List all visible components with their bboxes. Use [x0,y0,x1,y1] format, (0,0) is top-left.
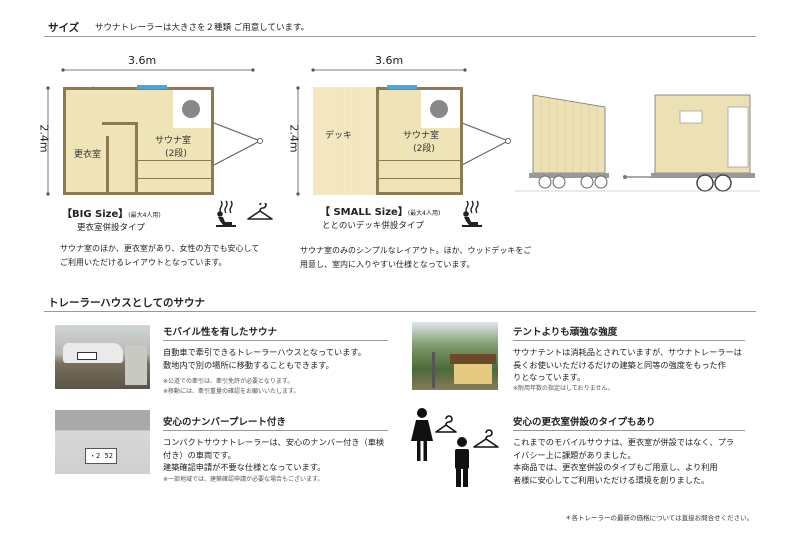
feature-photo-plate: ・2 52 [55,410,150,474]
small-room-deck: デッキ [325,131,353,141]
feature-line: これまでのモバイルサウナは、更衣室が併設ではなく、プラ [513,437,735,447]
small-subtitle: ととのいデッキ併設タイプ [322,221,424,231]
big-inner-wall [106,136,109,195]
feature-title: 安心のナンバープレート付き [163,417,286,428]
feature-title: テントよりも頑強な強度 [513,327,618,338]
feature-photo-car [55,325,150,389]
big-description: サウナ室のほか、更衣室があり、女性の方でも安心して ご利用いただけるレイアウトと… [60,242,259,270]
feature-divider [163,340,388,341]
small-desc-line2: 用意し、室内に入りやすい仕様となっています。 [300,260,475,269]
feature-line: りとなっています。 [513,372,586,382]
small-depth-label: 2.4m [287,124,301,153]
feature-text: コンパクトサウナトレーラーは、安心のナンバー付き（車検 付き）の車両です。 建築… [163,436,384,474]
big-width-label: 3.6m [128,54,157,67]
changing-people-icon [411,408,499,487]
small-bench-line [379,160,460,161]
small-name-text: 【 SMALL Size】 [320,207,408,218]
small-bench-line [379,178,460,179]
feature-line: 本商品では、更衣室併設のタイプもご用意し、より利用 [513,462,718,472]
feature-note: ※一部地域では、建築確認申請が必要な場合もございます。 [163,476,324,483]
feature-divider [513,430,745,431]
feature-note: ※公道での牽引は、牽引免許が必要となります。 [163,378,294,385]
small-description: サウナ室のみのシンプルなレイアウト。ほか、ウッドデッキをご 用意し、室内に入りや… [300,244,531,272]
small-floor-plan: 3.6m 2.4m デッキ サウナ室 (2段) [287,54,520,200]
feature-text: 自動車で牽引できるトレーラーハウスとなっています。 敷地内で別の場所に移動するこ… [163,346,366,371]
big-stove [182,100,200,118]
small-deck [313,87,376,195]
feature-divider [513,340,745,341]
small-room-sauna-line2: (2段) [413,144,435,154]
small-width-label: 3.6m [375,54,404,67]
big-inner-wall [135,122,138,195]
footer-note: ＊各トレーラーの最新の価格については直接お問合せください。 [565,514,754,522]
sauna-person-icon [216,200,236,227]
feature-title: モバイル性を有したサウナ [163,327,278,338]
feature-divider [163,430,388,431]
hanger-icon [247,203,273,220]
big-inner-wall [102,122,138,125]
big-name-text: 【BIG Size】 [62,209,129,220]
feature-line: 付き）の車両です。 [163,449,236,460]
plate-text: ・2 52 [85,448,117,464]
house-section-divider [44,311,756,312]
feature-line: 自動車で牽引できるトレーラーハウスとなっています。 [163,347,366,357]
feature-text: これまでのモバイルサウナは、更衣室が併設ではなく、プラ イバシー上に課題がありま… [513,436,734,486]
small-stove [430,100,448,118]
big-desc-line2: ご利用いただけるレイアウトとなっています。 [60,258,227,267]
house-section-title: トレーラーハウスとしてのサウナ [48,297,205,309]
big-window [137,85,167,89]
big-bench-line [138,178,211,179]
big-dimension-lines [46,68,263,196]
small-size-name: 【 SMALL Size】(最大4人用) [320,203,440,218]
small-desc-line1: サウナ室のみのシンプルなレイアウト。ほか、ウッドデッキをご [300,246,532,255]
big-bench-line [138,160,211,161]
feature-title: 安心の更衣室併設のタイプもあり [513,417,656,428]
feature-line: サウナテントは消耗品とされていますが、サウナトレーラーは [513,347,742,357]
size-section-divider [44,36,756,37]
small-window [387,85,417,89]
big-subtitle: 更衣室併設タイプ [77,223,146,233]
size-section-title: サイズ [48,22,80,34]
small-capacity: (最大4人用) [407,210,441,217]
feature-line: 者様に安心してご利用いただける環境を創りました。 [513,474,710,485]
feature-line: コンパクトサウナトレーラーは、安心のナンバー付き（車検 [163,437,385,447]
feature-note: ※耐用年数の指定はしておりません。 [513,385,614,392]
big-floor-plan: 3.6m 2.4m 更衣室 サウナ室 (2段) [37,54,270,200]
big-capacity: (最大4人用) [128,212,161,219]
big-room-sauna-line1: サウナ室 [155,136,192,146]
feature-line: 敷地内で別の場所に移動することもできます。 [163,359,334,370]
feature-photo-cabin [412,322,498,390]
sauna-person-icon [462,200,482,227]
trailer-elevation-drawing [515,94,760,192]
feature-line: 建築確認申請が不要な仕様となっています。 [163,462,326,472]
feature-line: 長くお使いいただけるだけの建築と同等の強度をもった作 [513,359,726,370]
feature-notes: ※公道での牽引は、牽引免許が必要となります。 ※移動には、牽引重量の確認をお願い… [163,377,299,397]
big-size-name: 【BIG Size】(最大4人用) [62,205,161,220]
small-room-sauna-line1: サウナ室 [403,131,440,141]
big-depth-label: 2.4m [37,124,51,153]
small-room-sauna: サウナ室 (2段) [403,128,439,154]
size-section-description: サウナトレーラーは大きさを２種類 ご用意しています。 [95,23,310,33]
big-room-changing: 更衣室 [74,150,102,160]
big-room-sauna-line2: (2段) [165,149,187,159]
feature-line: イバシー上に課題がありました。 [513,449,636,460]
big-desc-line1: サウナ室のほか、更衣室があり、女性の方でも安心して [60,244,260,253]
feature-note: ※移動には、牽引重量の確認をお願いいたします。 [163,388,300,395]
big-room-sauna: サウナ室 (2段) [155,133,191,159]
feature-text: サウナテントは消耗品とされていますが、サウナトレーラーは 長くお使いいただけるだ… [513,346,742,384]
